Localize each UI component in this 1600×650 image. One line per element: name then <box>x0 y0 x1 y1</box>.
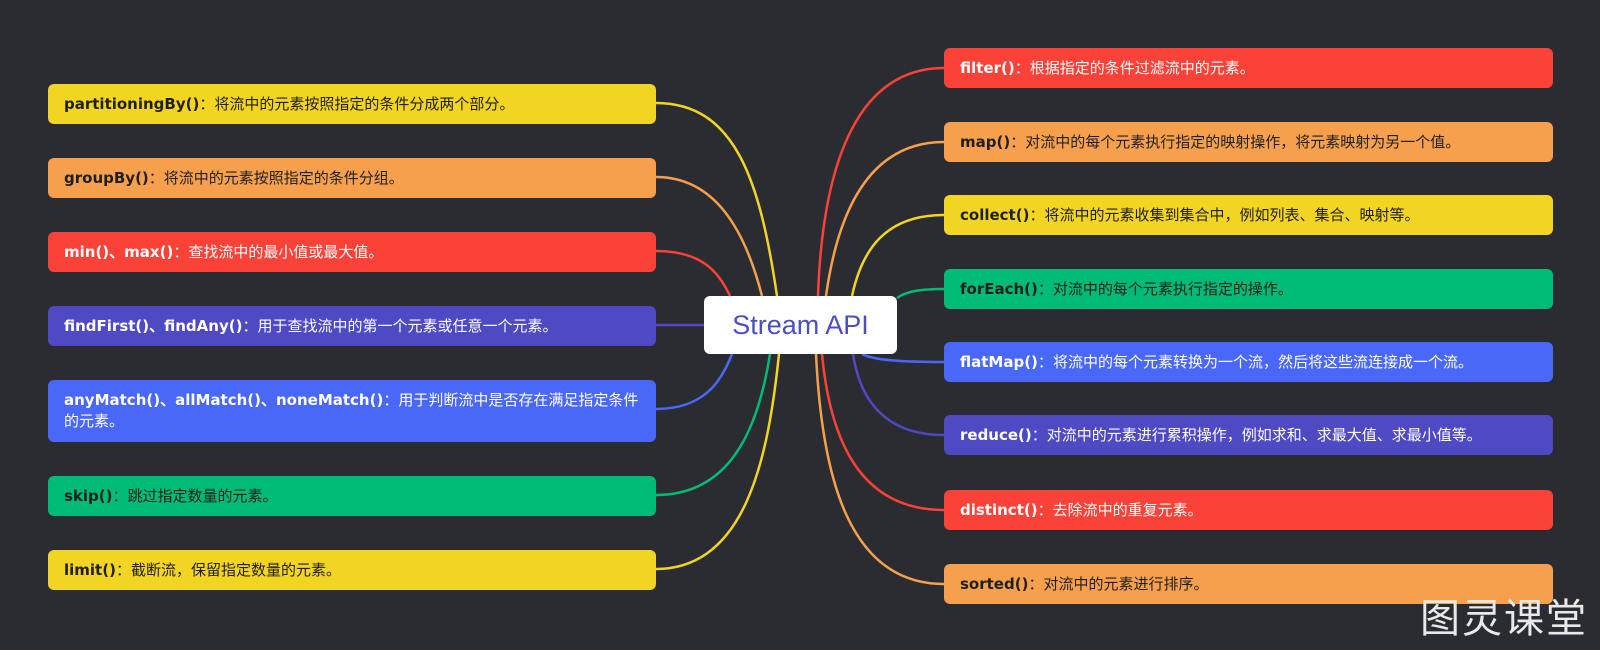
method-name: findFirst()、findAny() <box>64 316 243 335</box>
separator: ： <box>115 560 131 579</box>
method-description: 根据指定的条件过滤流中的元素。 <box>1029 58 1255 77</box>
watermark-text: 图灵课堂 <box>1420 596 1588 642</box>
connector-groupby <box>655 175 764 297</box>
separator: ： <box>112 486 128 505</box>
connector-partitioningby <box>655 101 779 297</box>
method-description: 将流中的元素按照指定的条件分成两个部分。 <box>214 94 515 113</box>
branch-partitioningby[interactable]: partitioningBy()：将流中的元素按照指定的条件分成两个部分。 <box>48 84 656 124</box>
method-description: 对流中的元素进行累积操作，例如求和、求最大值、求最小值等。 <box>1046 425 1482 444</box>
separator: ： <box>1014 58 1030 77</box>
connector-skip <box>655 353 772 497</box>
method-name: limit() <box>64 560 116 579</box>
branch-min-max[interactable]: min()、max()：查找流中的最小值或最大值。 <box>48 232 656 272</box>
method-name: min()、max() <box>64 242 174 261</box>
method-description: 截断流，保留指定数量的元素。 <box>130 560 341 579</box>
separator: ： <box>1037 500 1053 519</box>
method-name: sorted() <box>960 574 1029 593</box>
branch-limit[interactable]: limit()：截断流，保留指定数量的元素。 <box>48 550 656 590</box>
method-description: 将流中的元素按照指定的条件分组。 <box>163 168 404 187</box>
connector-filter <box>816 66 945 297</box>
separator: ： <box>199 94 215 113</box>
connector-anymatch <box>655 353 734 411</box>
separator: ： <box>1029 205 1045 224</box>
connector-reduce <box>851 353 945 437</box>
method-name: forEach() <box>960 279 1038 298</box>
branch-foreach[interactable]: forEach()：对流中的每个元素执行指定的操作。 <box>944 269 1553 309</box>
separator: ： <box>242 316 258 335</box>
method-description: 用于查找流中的第一个元素或任意一个元素。 <box>257 316 558 335</box>
separator: ： <box>1028 574 1044 593</box>
branch-reduce[interactable]: reduce()：对流中的元素进行累积操作，例如求和、求最大值、求最小值等。 <box>944 415 1553 455</box>
method-description: 将流中的每个元素转换为一个流，然后将这些流连接成一个流。 <box>1052 352 1473 371</box>
method-description: 将流中的元素收集到集合中，例如列表、集合、映射等。 <box>1044 205 1420 224</box>
method-description: 跳过指定数量的元素。 <box>127 486 278 505</box>
branch-anymatch-allmatch-nonematch[interactable]: anyMatch()、allMatch()、noneMatch()：用于判断流中… <box>48 380 656 442</box>
method-name: anyMatch()、allMatch()、noneMatch() <box>64 391 384 409</box>
method-name: partitioningBy() <box>64 94 200 113</box>
separator: ： <box>1010 132 1026 151</box>
method-description: 对流中的每个元素执行指定的映射操作，将元素映射为另一个值。 <box>1025 132 1461 151</box>
branch-findfirst-findany[interactable]: findFirst()、findAny()：用于查找流中的第一个元素或任意一个元… <box>48 306 656 346</box>
branch-map[interactable]: map()：对流中的每个元素执行指定的映射操作，将元素映射为另一个值。 <box>944 122 1553 162</box>
method-name: distinct() <box>960 500 1038 519</box>
root-node[interactable]: Stream API <box>704 296 897 354</box>
method-name: reduce() <box>960 425 1032 444</box>
branch-groupby[interactable]: groupBy()：将流中的元素按照指定的条件分组。 <box>48 158 656 198</box>
separator: ： <box>148 168 164 187</box>
method-name: map() <box>960 132 1011 151</box>
separator: ： <box>173 242 189 261</box>
branch-collect[interactable]: collect()：将流中的元素收集到集合中，例如列表、集合、映射等。 <box>944 195 1553 235</box>
method-description: 对流中的元素进行排序。 <box>1043 574 1209 593</box>
connector-map <box>824 140 945 297</box>
method-description: 去除流中的重复元素。 <box>1052 500 1203 519</box>
separator: ： <box>383 391 399 409</box>
connector-min-max <box>655 249 732 297</box>
method-name: flatMap() <box>960 352 1038 371</box>
method-description: 查找流中的最小值或最大值。 <box>188 242 384 261</box>
branch-distinct[interactable]: distinct()：去除流中的重复元素。 <box>944 490 1553 530</box>
branch-skip[interactable]: skip()：跳过指定数量的元素。 <box>48 476 656 516</box>
method-name: groupBy() <box>64 168 149 187</box>
method-name: skip() <box>64 486 113 505</box>
separator: ： <box>1037 279 1053 298</box>
connector-foreach <box>896 287 945 300</box>
branch-flatmap[interactable]: flatMap()：将流中的每个元素转换为一个流，然后将这些流连接成一个流。 <box>944 342 1553 382</box>
root-label: Stream API <box>732 309 869 340</box>
connector-limit <box>655 353 781 571</box>
connector-flatmap <box>861 352 945 364</box>
branch-filter[interactable]: filter()：根据指定的条件过滤流中的元素。 <box>944 48 1553 88</box>
connector-sorted <box>814 353 945 586</box>
connector-collect <box>850 213 945 297</box>
method-name: filter() <box>960 58 1015 77</box>
method-description: 对流中的每个元素执行指定的操作。 <box>1052 279 1293 298</box>
separator: ： <box>1031 425 1047 444</box>
method-description: 用于判断流中是否存在满足指定条件的元素。 <box>64 391 639 430</box>
connector-distinct <box>820 353 945 512</box>
method-name: collect() <box>960 205 1030 224</box>
branch-sorted[interactable]: sorted()：对流中的元素进行排序。 <box>944 564 1553 604</box>
separator: ： <box>1037 352 1053 371</box>
